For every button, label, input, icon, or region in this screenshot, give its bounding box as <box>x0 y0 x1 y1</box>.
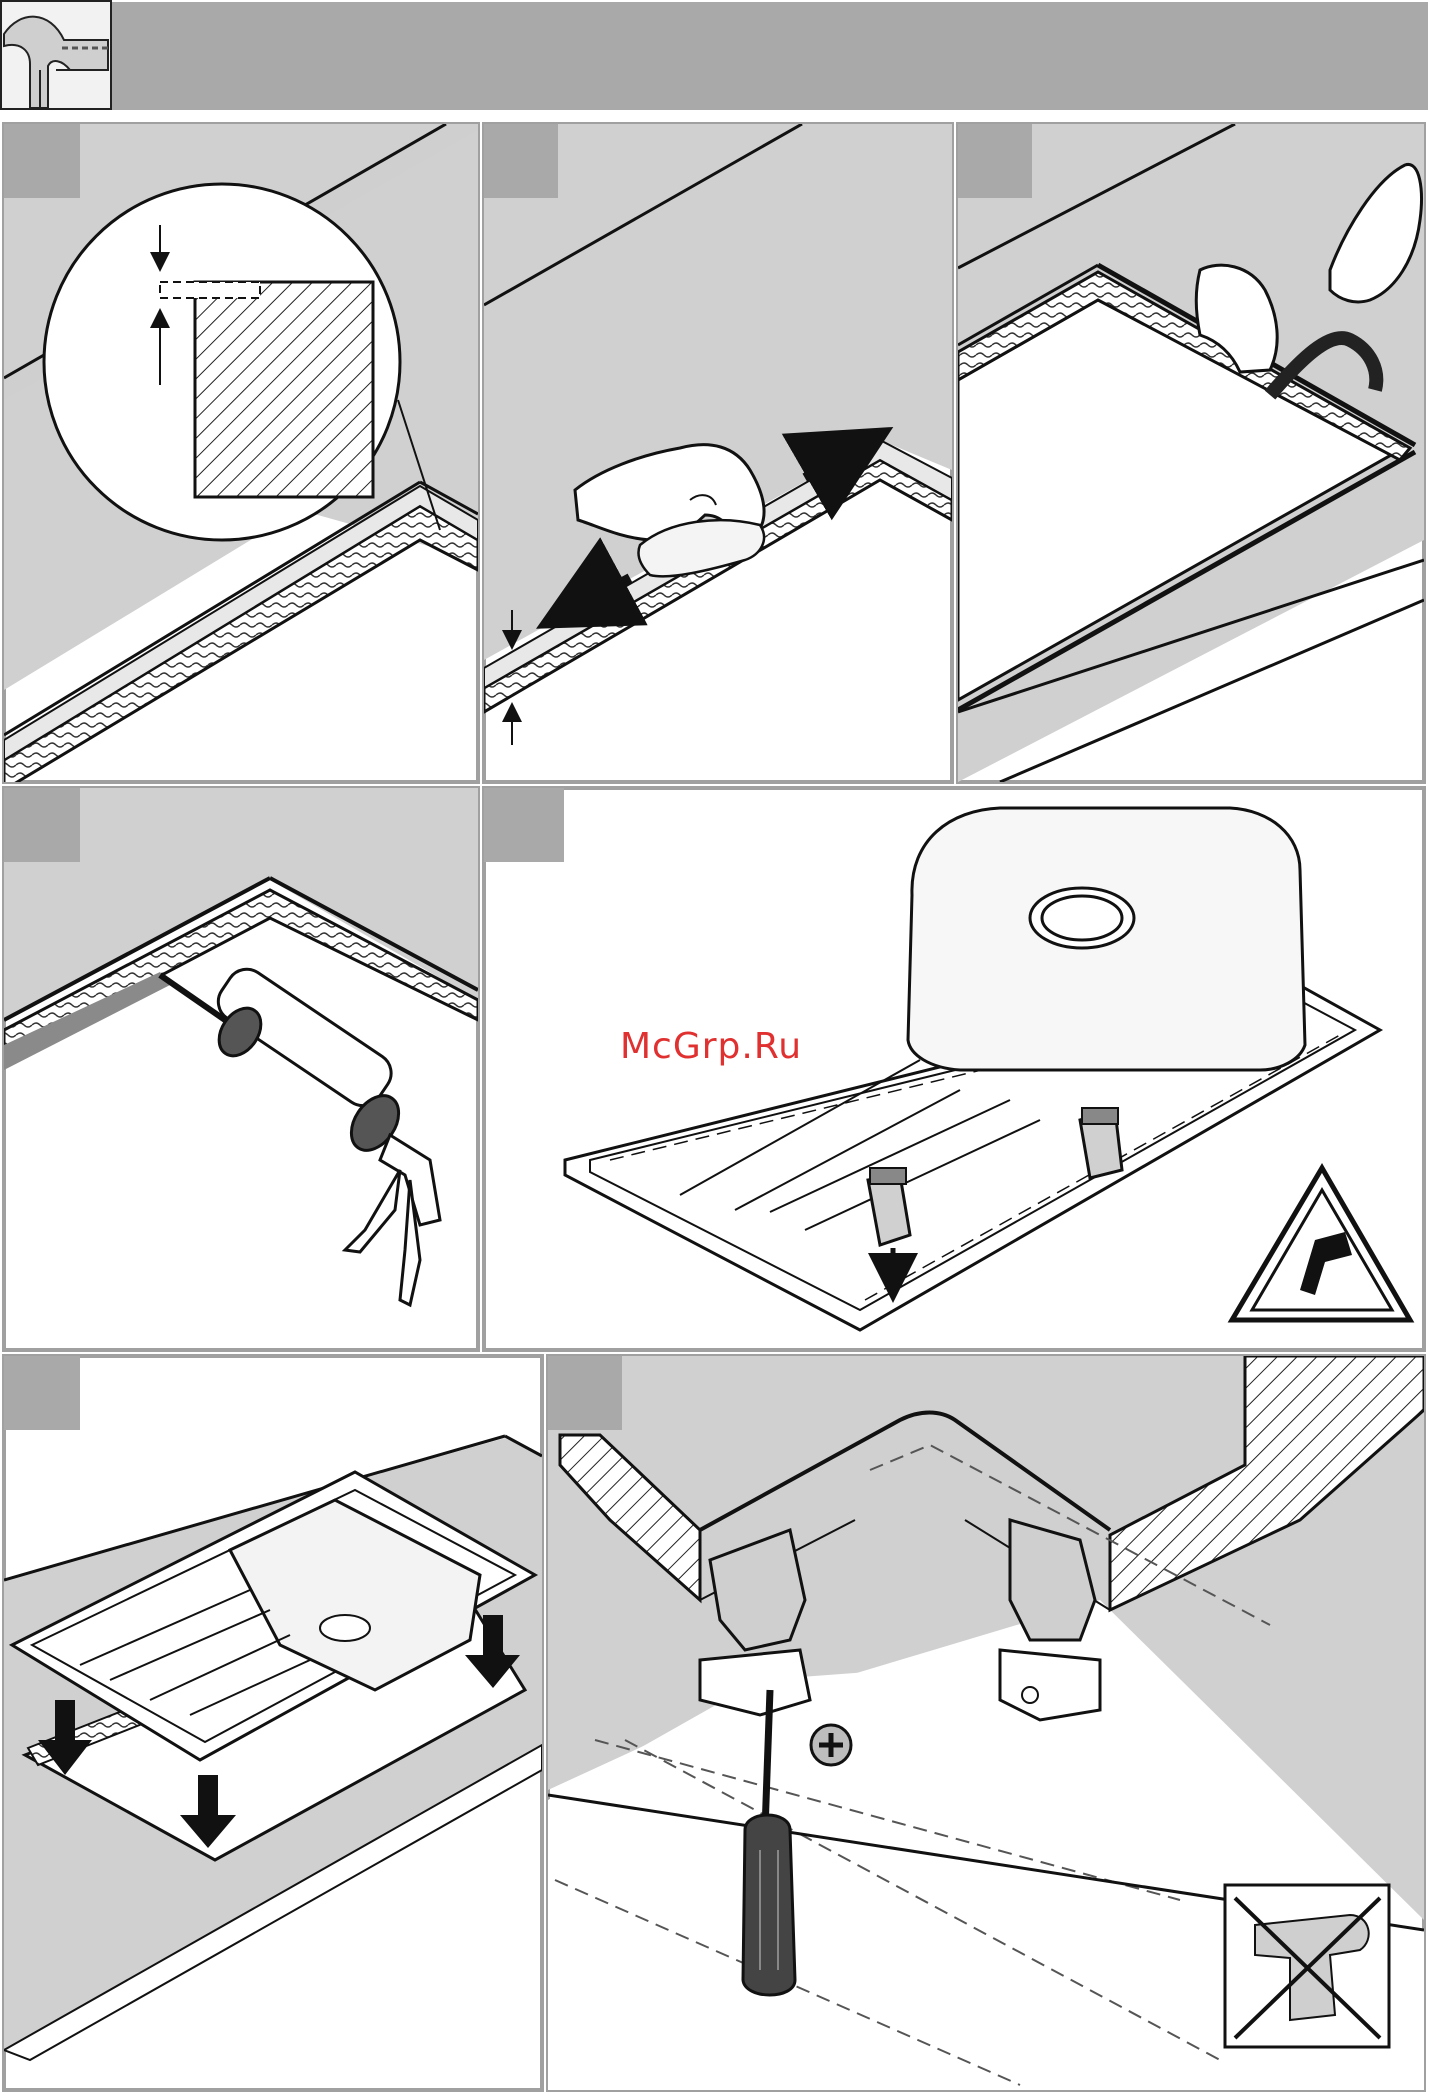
step-panel-7 <box>548 1356 1424 2090</box>
step-tab-5 <box>484 788 564 862</box>
step-panel-4 <box>4 788 478 1350</box>
no-power-drill-icon <box>1225 1885 1389 2047</box>
step-panel-2 <box>484 124 952 782</box>
step-panel-1 <box>4 124 478 790</box>
step-tab-6 <box>4 1356 80 1430</box>
step-tab-4 <box>4 788 80 862</box>
step-tab-1 <box>4 124 80 198</box>
plus-sign-icon <box>811 1725 851 1765</box>
step-panel-5 <box>484 788 1424 1350</box>
watermark-text: McGrp.Ru <box>620 1026 802 1067</box>
step-tab-3 <box>958 124 1032 198</box>
step-panel-6 <box>4 1356 542 2090</box>
step-panel-3 <box>958 124 1424 782</box>
step-tab-2 <box>484 124 558 198</box>
step-tab-7 <box>548 1356 622 1430</box>
